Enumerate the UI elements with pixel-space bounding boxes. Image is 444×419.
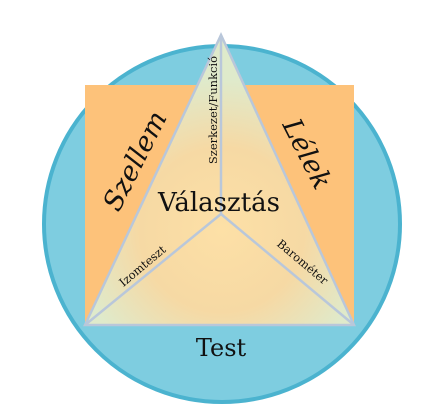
spoke-left-line (84, 213, 222, 326)
label-szerkezet-funkcio: Szerkezet/Funkció (206, 56, 220, 164)
central-triangle (83, 32, 356, 327)
spoke-right-line (220, 213, 355, 326)
label-valasztas: Választás (157, 188, 280, 218)
label-test: Test (196, 334, 247, 362)
